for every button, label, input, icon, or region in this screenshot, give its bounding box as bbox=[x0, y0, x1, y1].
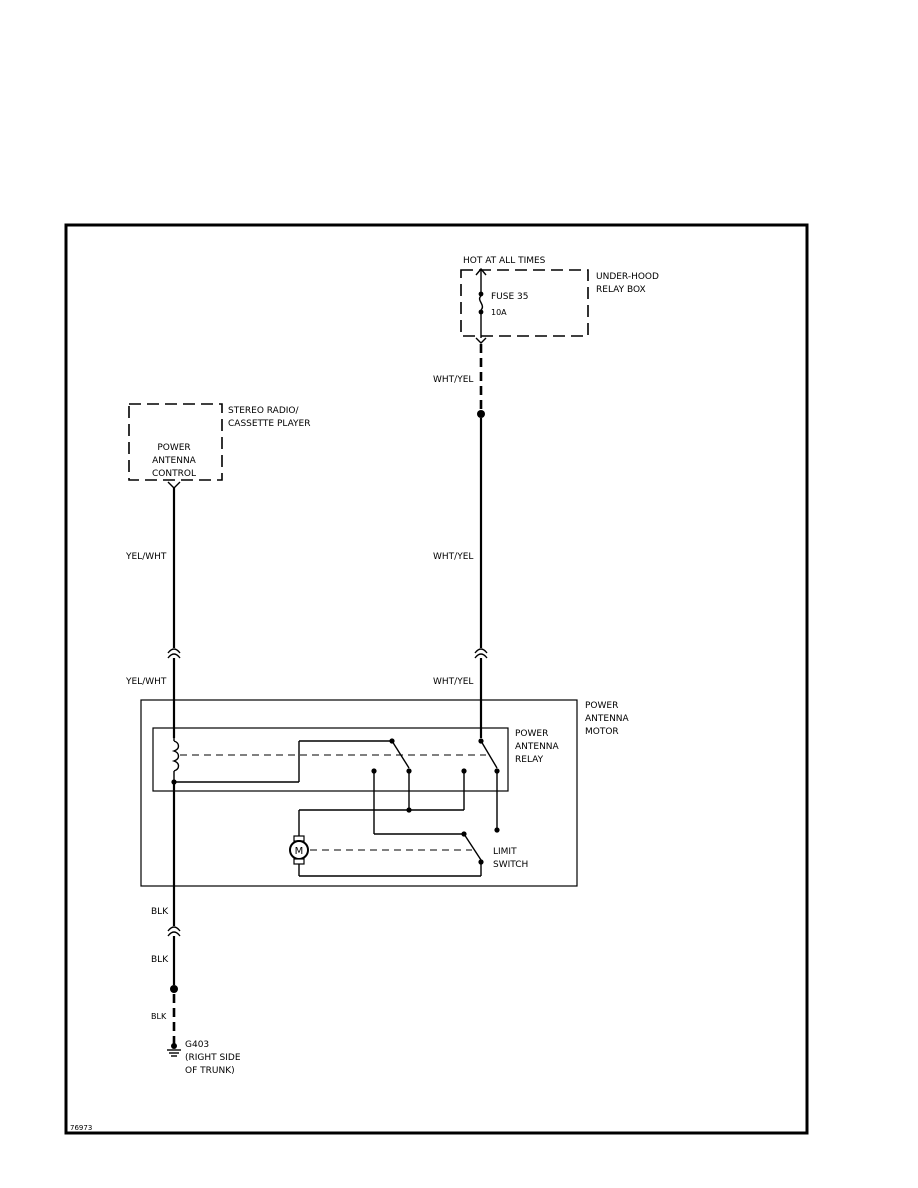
ground-point bbox=[171, 1043, 177, 1049]
blk-label-3: BLK bbox=[151, 1012, 167, 1021]
yel-wht-label-1: YEL/WHT bbox=[125, 552, 167, 562]
stereo-connector-symbol bbox=[167, 481, 181, 489]
under-hood-label-line1: UNDER-HOOD bbox=[596, 272, 659, 282]
ground-label-line3: OF TRUNK) bbox=[185, 1066, 235, 1076]
relay-label-line1: POWER bbox=[515, 729, 548, 739]
relay-outline bbox=[152, 727, 509, 792]
figure-id: 76973 bbox=[70, 1124, 92, 1132]
blk-splice bbox=[170, 985, 178, 993]
relay-coil-symbol bbox=[171, 740, 180, 772]
motor-letter: M bbox=[295, 846, 304, 857]
yel-wht-connector-top bbox=[167, 648, 181, 654]
hot-at-all-times-label: HOT AT ALL TIMES bbox=[463, 256, 546, 266]
relay-label-line2: ANTENNA bbox=[515, 742, 560, 752]
fuse-rating-label: 10A bbox=[491, 308, 507, 317]
power-antenna-control-line1: POWER bbox=[157, 443, 190, 453]
wht-yel-label-3: WHT/YEL bbox=[433, 677, 473, 687]
power-antenna-control-line2: ANTENNA bbox=[152, 456, 197, 466]
blk-label-2: BLK bbox=[151, 955, 169, 965]
wht-yel-label-1: WHT/YEL bbox=[433, 375, 473, 385]
wht-yel-connector-bottom bbox=[474, 653, 488, 659]
internal-junction-497 bbox=[494, 827, 500, 833]
yel-wht-connector-bottom bbox=[167, 653, 181, 659]
fuse-symbol bbox=[478, 295, 484, 311]
wht-yel-connector-top bbox=[474, 648, 488, 654]
blk-connector-bottom bbox=[167, 931, 181, 937]
diagram-frame bbox=[64, 223, 809, 1135]
ground-label-line1: G403 bbox=[185, 1040, 209, 1050]
fuse-connector-symbol bbox=[475, 337, 487, 344]
limit-switch-arm bbox=[463, 833, 482, 861]
relay-label-line3: RELAY bbox=[515, 755, 544, 765]
blk-label-1: BLK bbox=[151, 907, 169, 917]
blk-ground-circuit: BLK BLK BLK G403 (RIGHT SIDE OF TRUNK) bbox=[151, 782, 241, 1076]
power-antenna-motor-assembly: POWER ANTENNA MOTOR POWER ANTENNA RELAY bbox=[140, 699, 630, 887]
motor-assembly-outline bbox=[140, 699, 578, 887]
under-hood-relay-box: HOT AT ALL TIMES UNDER-HOOD RELAY BOX FU… bbox=[460, 256, 659, 344]
relay-switch2-arm bbox=[480, 740, 498, 769]
stereo-radio-component: STEREO RADIO/ CASSETTE PLAYER POWER ANTE… bbox=[128, 403, 310, 489]
limit-switch-contact bbox=[478, 859, 484, 865]
limit-switch-label-line2: SWITCH bbox=[493, 860, 528, 870]
relay-switch1-arm bbox=[391, 740, 410, 769]
stereo-label-line2: CASSETTE PLAYER bbox=[228, 419, 310, 429]
power-antenna-control-line3: CONTROL bbox=[152, 469, 196, 479]
stereo-label-line1: STEREO RADIO/ bbox=[228, 406, 299, 416]
yel-wht-label-2: YEL/WHT bbox=[125, 677, 167, 687]
wht-yel-label-2: WHT/YEL bbox=[433, 552, 473, 562]
motor-label-line3: MOTOR bbox=[585, 727, 619, 737]
motor-label-line2: ANTENNA bbox=[585, 714, 630, 724]
motor-brush-bottom bbox=[293, 858, 305, 865]
fuse-name-label: FUSE 35 bbox=[491, 292, 528, 302]
motor-label-line1: POWER bbox=[585, 701, 618, 711]
fuse-terminal-top bbox=[478, 291, 484, 297]
relay-box-outline bbox=[460, 269, 589, 337]
stereo-radio-outline bbox=[128, 403, 223, 481]
wht-yel-splice bbox=[477, 410, 485, 418]
limit-switch-label-line1: LIMIT bbox=[493, 847, 517, 857]
blk-connector-top bbox=[167, 926, 181, 932]
under-hood-label-line2: RELAY BOX bbox=[596, 285, 646, 295]
wht-yel-circuit: WHT/YEL WHT/YEL WHT/YEL bbox=[433, 344, 488, 738]
fuse-terminal-bottom bbox=[478, 309, 484, 315]
yel-wht-circuit: YEL/WHT YEL/WHT bbox=[125, 488, 181, 738]
ground-label-line2: (RIGHT SIDE bbox=[185, 1053, 241, 1063]
